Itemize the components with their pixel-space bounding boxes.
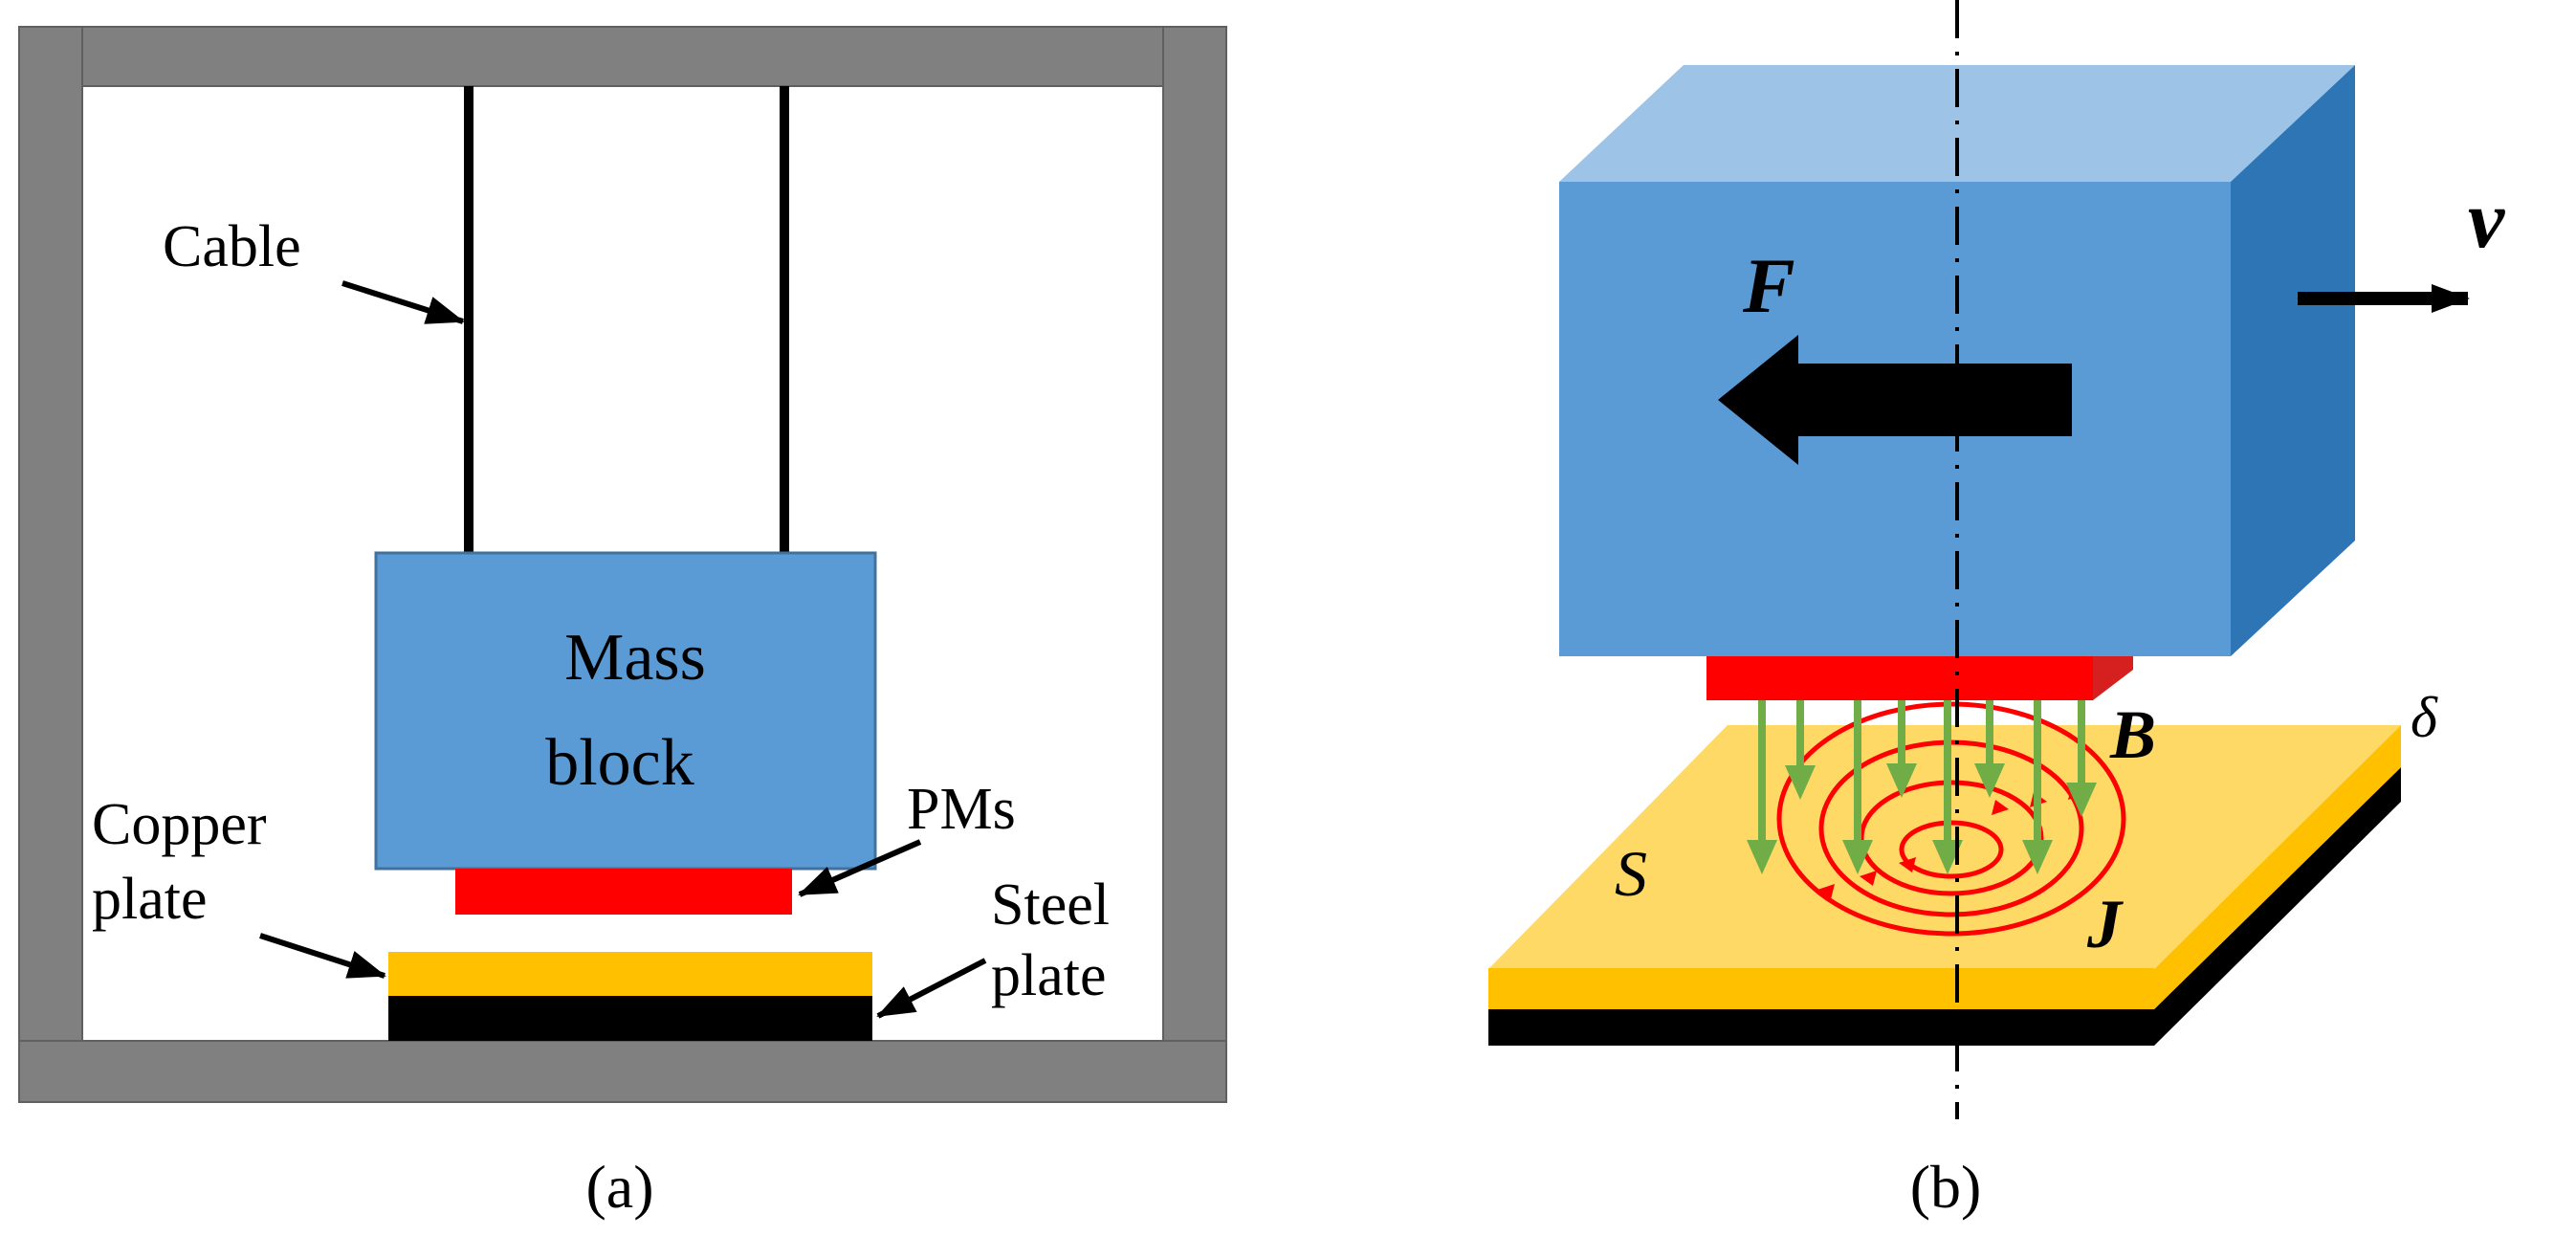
steel-plate xyxy=(388,996,872,1041)
steel-plate-side xyxy=(1488,767,2401,1046)
caption-b: (b) xyxy=(1910,1153,1982,1221)
area-label: S xyxy=(1615,837,1647,910)
mass-block-label-line2: block xyxy=(545,726,694,800)
pms-label: PMs xyxy=(907,777,1016,842)
thickness-label: δ xyxy=(2411,686,2438,749)
velocity-label: v xyxy=(2468,173,2505,265)
mass-block-label-line1: Mass xyxy=(564,621,706,695)
caption-a: (a) xyxy=(585,1153,653,1221)
copper-label-line1: Copper xyxy=(92,792,267,857)
magnetic-field-lines xyxy=(1747,700,2097,874)
copper-arrow xyxy=(259,933,386,979)
mass-block xyxy=(374,551,877,871)
steel-label-line1: Steel xyxy=(991,872,1110,938)
copper-plate xyxy=(388,952,872,996)
field-label: B xyxy=(2109,696,2156,773)
steel-arrow xyxy=(876,958,987,1019)
steel-label-line2: plate xyxy=(991,943,1107,1008)
magnet-bar xyxy=(1706,656,2131,700)
cable-label: Cable xyxy=(163,214,301,279)
panel-a: Mass block Cable PMs Copper plate Steel … xyxy=(18,26,1227,1221)
current-label: J xyxy=(2086,886,2124,962)
cable-arrow xyxy=(341,280,465,324)
block-side-face xyxy=(2231,65,2355,656)
force-arrow xyxy=(1718,335,2072,465)
copper-plate-side-edge xyxy=(2154,725,2401,1009)
permanent-magnets xyxy=(455,869,792,915)
copper-plate-front-edge xyxy=(1488,969,2154,1009)
panel-b: F v xyxy=(1488,0,2505,1221)
support-frame xyxy=(18,26,1227,1103)
pms-arrow xyxy=(798,839,922,897)
copper-label-line2: plate xyxy=(92,867,208,932)
force-label: F xyxy=(1742,242,1795,329)
